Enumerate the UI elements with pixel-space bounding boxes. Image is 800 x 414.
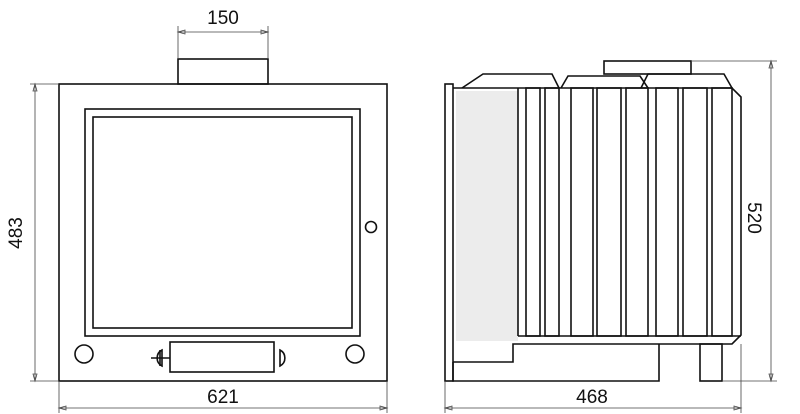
door-handle-knob (364, 220, 378, 234)
side-body-outline (453, 87, 742, 363)
front-view: 150 483 621 (6, 8, 389, 413)
fin-8 (711, 87, 733, 337)
side-inner-panel (456, 91, 518, 341)
side-flue-outlet (603, 60, 692, 75)
door-glass (92, 116, 353, 329)
front-flue-outlet (177, 58, 269, 85)
side-base (452, 344, 660, 382)
top-cap-rear (640, 73, 733, 89)
door-frame (84, 108, 361, 337)
rear-leg (699, 343, 723, 382)
fin-2 (544, 87, 560, 337)
side-front-plate (444, 83, 454, 382)
top-cap-middle (560, 75, 649, 89)
fin-3 (570, 87, 594, 337)
dim-label-flue-width: 150 (207, 8, 239, 29)
fin-6 (655, 87, 679, 337)
top-cap-front (461, 73, 560, 89)
air-slider-right-cap (279, 348, 286, 368)
dim-label-front-height: 483 (6, 217, 27, 249)
convection-fins (517, 87, 741, 337)
dim-label-side-depth: 468 (576, 387, 608, 408)
left-control-knob (74, 344, 94, 364)
air-control-panel (169, 341, 275, 373)
front-body-outline (58, 83, 388, 382)
fin-1 (525, 87, 541, 337)
right-control-knob (345, 344, 365, 364)
dim-label-side-height: 520 (743, 202, 764, 234)
fin-7 (682, 87, 708, 337)
fin-4 (596, 87, 622, 337)
side-view: 520 468 (443, 59, 777, 413)
fin-5 (625, 87, 649, 337)
dim-label-front-width: 621 (207, 387, 239, 408)
